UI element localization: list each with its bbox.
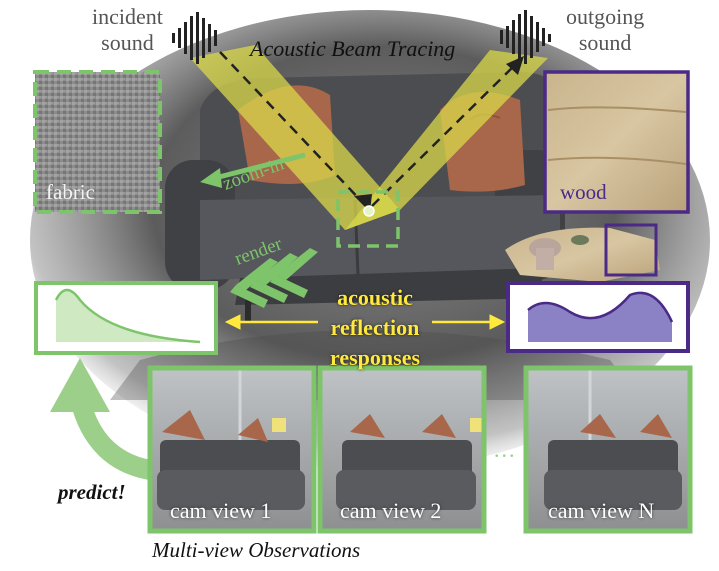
predict-label: predict! <box>58 480 126 504</box>
double-arrow-icon <box>224 314 506 330</box>
cam-view-2-label: cam view 2 <box>340 498 442 523</box>
outgoing-line-2: sound <box>578 30 632 55</box>
outgoing-sound-label: outgoing sound <box>566 4 644 56</box>
cam-view-1-image <box>147 365 317 534</box>
zoom-in-arrow <box>200 152 306 188</box>
footer-caption: Multi-view Observations <box>152 538 361 562</box>
chevron-arrows-icon <box>230 248 318 308</box>
incident-line-1: incident <box>92 4 163 29</box>
wood-region-box <box>604 223 658 277</box>
curved-arrow-icon <box>50 358 153 480</box>
acoustic-line-2: reflection <box>330 315 420 340</box>
fabric-patch <box>33 70 162 214</box>
acoustic-line-1: acoustic <box>337 285 413 310</box>
cam-view-2-image <box>317 365 487 534</box>
cam-view-n-image <box>523 365 693 534</box>
sound-wave-icon <box>500 10 551 64</box>
cam-view-n-label: cam view N <box>548 498 655 523</box>
response-plot-fabric <box>34 281 218 355</box>
wood-patch <box>543 70 690 214</box>
acoustic-responses-label: acoustic reflection responses <box>318 283 432 373</box>
sound-wave-icon <box>172 12 217 64</box>
diagram-title: Acoustic Beam Tracing <box>250 36 456 61</box>
acoustic-line-3: responses <box>329 345 421 370</box>
fabric-label: fabric <box>46 180 95 204</box>
response-plot-wood <box>506 281 690 353</box>
ellipsis: ... <box>494 437 517 462</box>
incident-line-2: sound <box>101 30 154 55</box>
side-table <box>505 227 660 282</box>
wood-label: wood <box>560 180 607 204</box>
zoom-region-box <box>336 190 400 248</box>
outgoing-line-1: outgoing <box>566 4 645 29</box>
acoustic-beams <box>190 45 548 230</box>
incident-sound-label: incident sound <box>92 4 163 56</box>
cam-view-1-label: cam view 1 <box>170 498 272 523</box>
